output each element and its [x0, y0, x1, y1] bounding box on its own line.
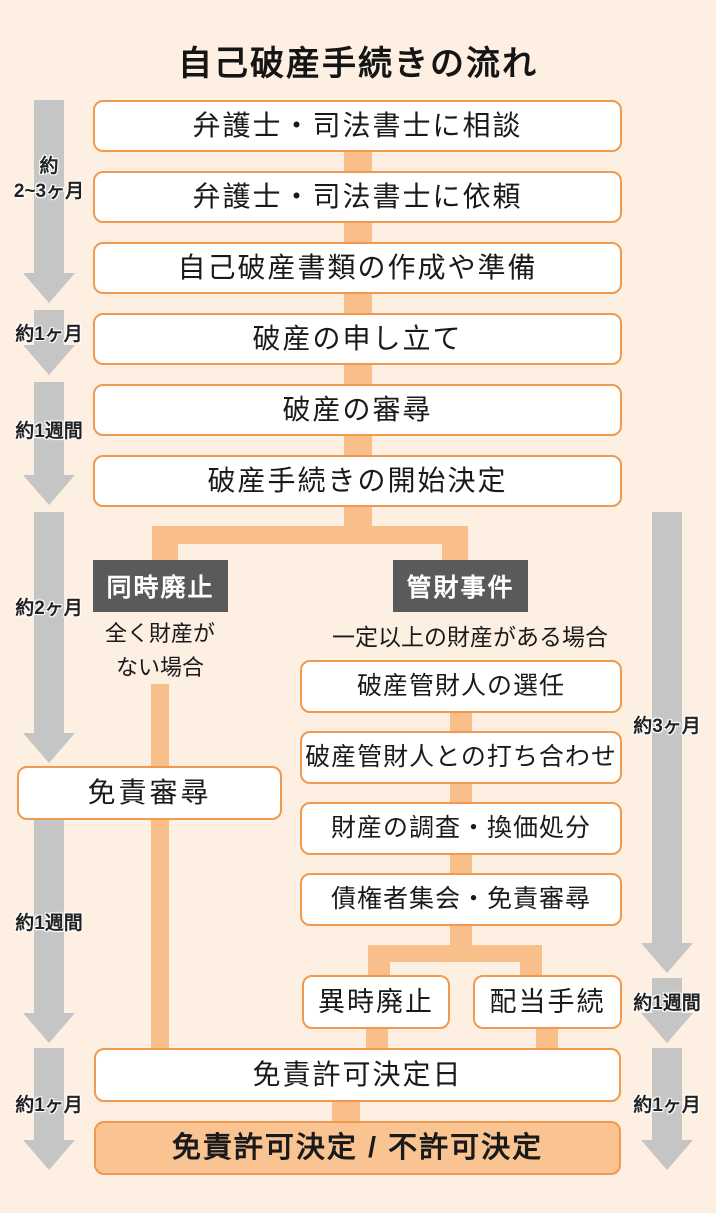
left-timeline-arrow-head-6 [23, 1140, 75, 1170]
step-commencement-decision: 破産手続きの開始決定 [93, 455, 622, 507]
branch-bar [152, 526, 468, 544]
right-timeline-arrow-shaft-1 [652, 512, 682, 945]
step-prepare-documents: 自己破産書類の作成や準備 [93, 242, 622, 294]
step-creditors-meeting: 債権者集会・免責審尋 [300, 873, 622, 926]
duration-label: 約1ヶ月 [15, 324, 83, 345]
connector-stub [344, 434, 372, 457]
right-timeline-arrow-shaft-2 [652, 978, 682, 1015]
left-timeline-arrow-head-4 [23, 733, 75, 763]
duration-label: 約2ヶ月 [15, 598, 83, 619]
connector-stub [344, 221, 372, 244]
left-timeline-arrow-head-3 [23, 475, 75, 505]
duration-label: 約3ヶ月 [633, 716, 701, 737]
step-consult-lawyer: 弁護士・司法書士に相談 [93, 100, 622, 152]
connector-stub [536, 1027, 558, 1050]
step-trustee-appointment: 破産管財人の選任 [300, 660, 622, 713]
branch-bar [368, 945, 542, 962]
left-timeline-arrow-shaft-6 [34, 1048, 64, 1142]
left-timeline-arrow-shaft-1 [34, 100, 64, 275]
duration-label: 約1週間 [15, 913, 83, 934]
connector-stub [332, 1100, 360, 1123]
left-branch-line [151, 684, 169, 1048]
step-file-bankruptcy: 破産の申し立て [93, 313, 622, 365]
branch-drop-right [520, 960, 542, 977]
connector-stub [450, 924, 472, 947]
left-timeline-arrow-head-5 [23, 1013, 75, 1043]
page-title: 自己破産手続きの流れ [178, 45, 538, 83]
step-hire-lawyer: 弁護士・司法書士に依頼 [93, 171, 622, 223]
connector-stub [344, 292, 372, 315]
step-discharge-decision-date: 免責許可決定日 [94, 1048, 621, 1102]
step-trustee-meeting: 破産管財人との打ち合わせ [300, 731, 622, 784]
right-timeline-arrow-head-2 [641, 1013, 693, 1043]
condition-note-left: 全く財産が ない場合 [104, 621, 215, 680]
duration-label: 約1週間 [633, 993, 701, 1014]
branch-drop-right [442, 542, 468, 562]
condition-note-right: 一定以上の財産がある場合 [332, 624, 608, 650]
connector-stub [450, 782, 472, 804]
connector-stub [344, 150, 372, 173]
left-timeline-arrow-shaft-4 [34, 512, 64, 735]
duration-label: 約1ヶ月 [633, 1095, 701, 1116]
step-discharge-examination-left: 免責審尋 [17, 766, 282, 820]
outcome-box-dividend-procedure: 配当手続 [473, 975, 622, 1029]
left-timeline-arrow-head-1 [23, 273, 75, 303]
duration-label: 約1週間 [15, 421, 83, 442]
final-box-discharge-decision: 免責許可決定 / 不許可決定 [94, 1121, 621, 1175]
outcome-box-iji-haishi: 異時廃止 [302, 975, 450, 1029]
duration-label: 約1ヶ月 [15, 1095, 83, 1116]
connector-stub [450, 853, 472, 875]
step-asset-investigation: 財産の調査・換価処分 [300, 802, 622, 855]
left-timeline-arrow-shaft-3 [34, 382, 64, 477]
connector-stub [344, 505, 372, 528]
right-timeline-arrow-head-3 [641, 1140, 693, 1170]
connector-stub [366, 1027, 388, 1050]
right-timeline-arrow-head-1 [641, 943, 693, 973]
branch-drop-left [368, 960, 390, 977]
left-timeline-arrow-shaft-2 [34, 310, 64, 347]
branch-header-simultaneous-abolition: 同時廃止 [93, 560, 228, 612]
branch-header-trustee-case: 管財事件 [393, 560, 528, 612]
connector-stub [344, 363, 372, 386]
right-timeline-arrow-shaft-3 [652, 1048, 682, 1142]
duration-label: 約 2~3ヶ月 [13, 156, 85, 202]
branch-drop-left [152, 542, 178, 562]
step-bankruptcy-examination: 破産の審尋 [93, 384, 622, 436]
connector-stub [450, 711, 472, 733]
left-timeline-arrow-head-2 [23, 345, 75, 375]
